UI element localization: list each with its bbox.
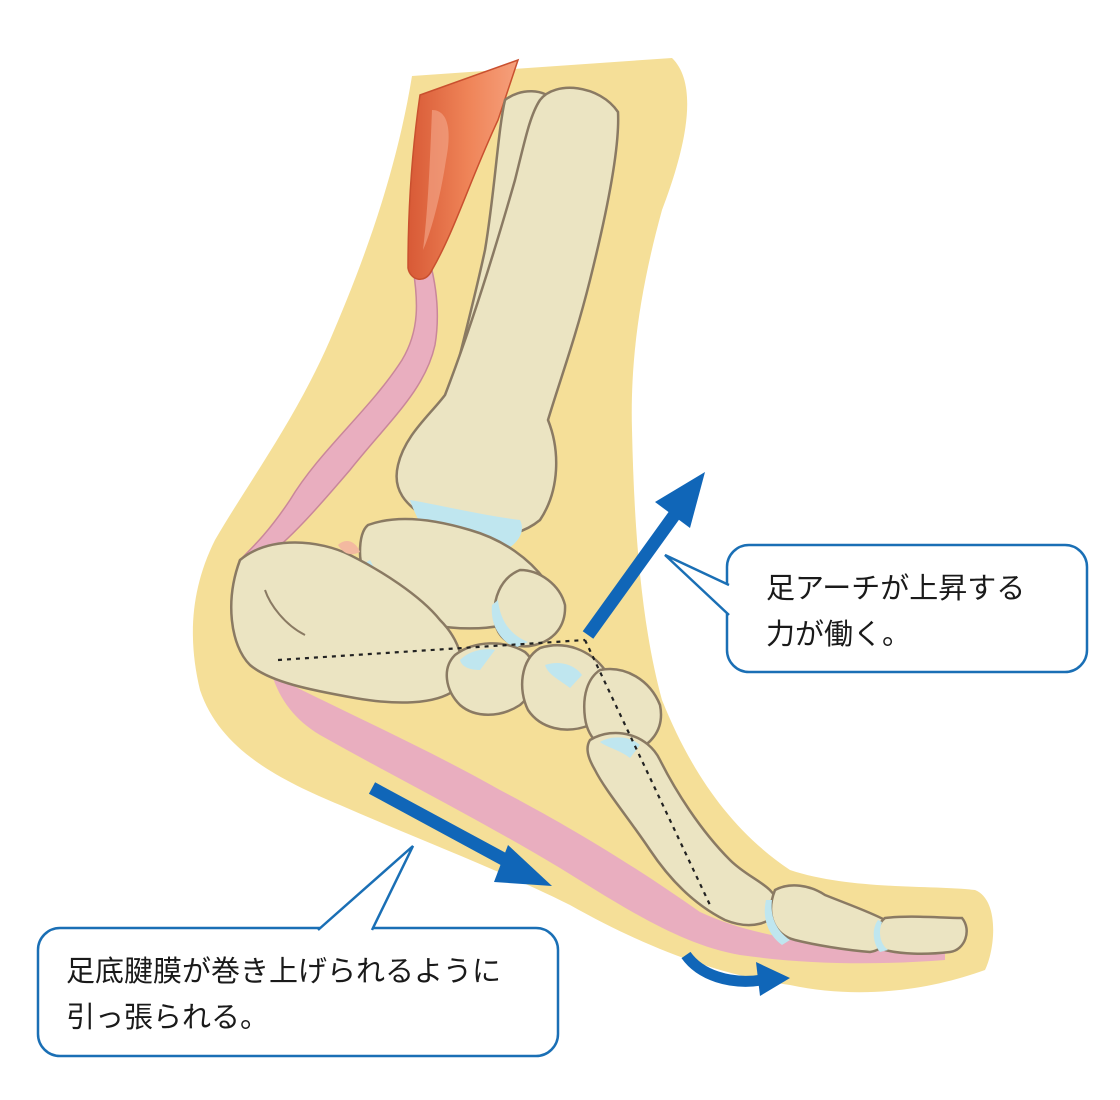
- calf-muscle-highlight: [423, 110, 449, 250]
- distal-phalanx-cartilage: [873, 920, 888, 952]
- calcaneus-detail: [264, 589, 306, 636]
- distal-phalanx-bone: [876, 915, 968, 955]
- callout-arch-line1: 足アーチが上昇する: [766, 571, 1025, 605]
- arrow-up-right-icon: [582, 472, 705, 639]
- calcaneus-pink-nub: [338, 540, 360, 555]
- callout-fascia-line1: 足底腱膜が巻き上げられるように: [66, 954, 501, 988]
- navicular-cartilage: [491, 600, 528, 648]
- curved-arrow-icon: [681, 951, 790, 996]
- callout-fascia: 足底腱膜が巻き上げられるように 引っ張られる。: [36, 845, 560, 1058]
- arch-dotted-line-forefoot: [584, 639, 711, 906]
- cuneiform-cartilage: [545, 663, 582, 688]
- metatarsal-cartilage: [600, 737, 640, 758]
- cuboid-cartilage: [460, 649, 495, 670]
- callout-fascia-line2: 引っ張られる。: [66, 1000, 269, 1034]
- callout-arch-line2: 力が働く。: [766, 617, 911, 651]
- metatarsal-bone: [586, 731, 780, 927]
- proximal-phalanx-cartilage: [764, 900, 790, 945]
- arrow-down-right-icon: [368, 782, 552, 886]
- arch-dotted-line-heel: [277, 638, 586, 662]
- navicular-bone: [493, 568, 567, 648]
- callout-arch: 足アーチが上昇する 力が働く。: [664, 543, 1089, 674]
